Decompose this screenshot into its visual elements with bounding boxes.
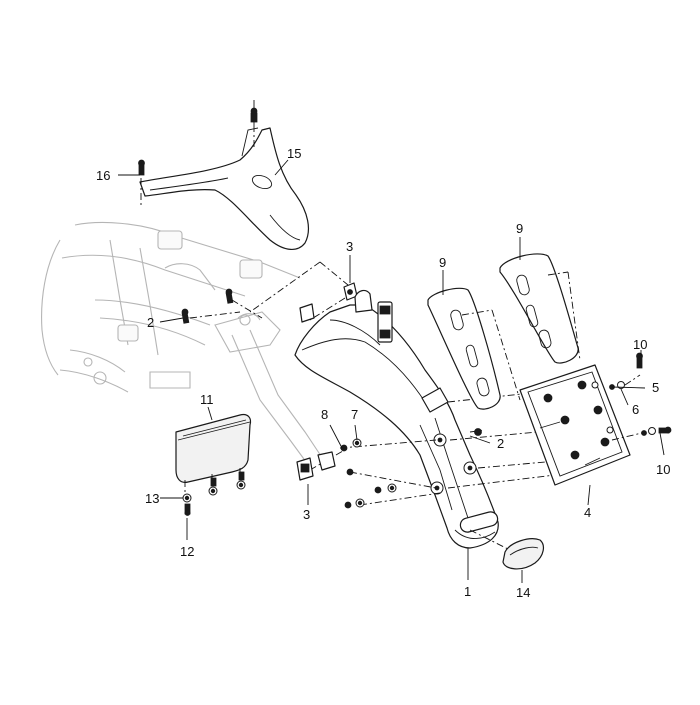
- part-9-bracket-right: [499, 253, 581, 364]
- callout-3-upper: 3: [346, 239, 353, 254]
- part-15-rear-cowl: [139, 127, 309, 250]
- callout-labels: 1 2 2 3 3 4 5 6 7 8 9 9 10 10 11 12 13 1…: [96, 146, 670, 600]
- callout-5: 5: [652, 380, 659, 395]
- parts-5-6-10-fasteners: [609, 352, 672, 441]
- callout-9-left: 9: [439, 255, 446, 270]
- screw-16-left: [138, 125, 255, 205]
- callout-2-left: 2: [147, 315, 154, 330]
- leader-lines: [118, 159, 665, 583]
- callout-14: 14: [516, 585, 530, 600]
- callout-13: 13: [145, 491, 159, 506]
- part-2-screw-right: [474, 428, 482, 436]
- callout-15: 15: [287, 146, 301, 161]
- part-4-plate-holder: [519, 364, 631, 486]
- callout-9-right: 9: [516, 221, 523, 236]
- callout-16: 16: [96, 168, 110, 183]
- callout-4: 4: [584, 505, 591, 520]
- callout-3-lower: 3: [303, 507, 310, 522]
- callout-12: 12: [180, 544, 194, 559]
- motorcycle-frame-outline: [41, 222, 326, 471]
- callout-7: 7: [351, 407, 358, 422]
- callout-1: 1: [464, 584, 471, 599]
- part-2-screws-left: [181, 288, 263, 324]
- callout-11: 11: [200, 392, 214, 407]
- callout-6: 6: [632, 402, 639, 417]
- parts-7-8-washers: [340, 438, 397, 509]
- part-3-lower-clip: [296, 451, 336, 481]
- part-14-reflector: [469, 529, 545, 570]
- callout-10-bottom: 10: [656, 462, 670, 477]
- parts-12-13-bolts: [182, 471, 246, 516]
- screw-16-top: [250, 100, 258, 125]
- part-9-bracket-left: [427, 287, 521, 410]
- callout-10-top: 10: [633, 337, 647, 352]
- callout-8: 8: [321, 407, 328, 422]
- part-1-rear-mudguard: [294, 289, 499, 549]
- callout-2-right: 2: [497, 436, 504, 451]
